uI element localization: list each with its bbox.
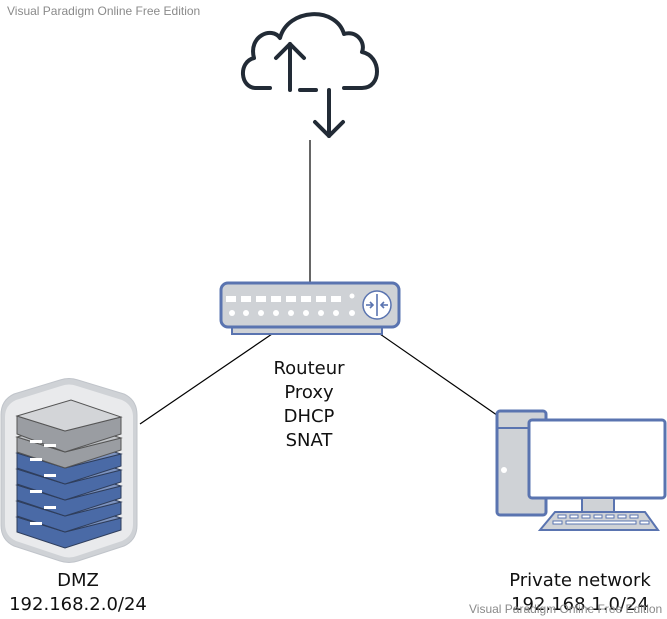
private-label-line-2: 192.168.1.0/24 [511, 594, 649, 615]
cloud-upload-download-icon [241, 12, 379, 138]
router-label-line-4: SNAT [285, 430, 333, 451]
dmz-label-line-2: 192.168.2.0/24 [9, 594, 147, 615]
router-label-line-3: DHCP [283, 406, 335, 427]
private-label-line-1: Private network [509, 570, 651, 591]
link-router-private [379, 333, 505, 421]
server-rack-icon [0, 378, 138, 563]
router-label: Routeur Proxy DHCP SNAT [249, 357, 369, 453]
router-switch-icon [219, 281, 401, 335]
desktop-computer-icon [495, 409, 667, 531]
router-label-line-2: Proxy [284, 382, 334, 403]
link-router-dmz [139, 333, 273, 425]
private-network-label: Private network 192.168.1.0/24 [500, 569, 660, 617]
dmz-label-line-1: DMZ [57, 570, 99, 591]
watermark-bottom: Visual Paradigm Online Free Edition [469, 602, 663, 616]
dmz-label: DMZ 192.168.2.0/24 [0, 569, 156, 617]
router-label-line-1: Routeur [273, 358, 345, 379]
watermark-top: Visual Paradigm Online Free Edition [7, 4, 201, 18]
